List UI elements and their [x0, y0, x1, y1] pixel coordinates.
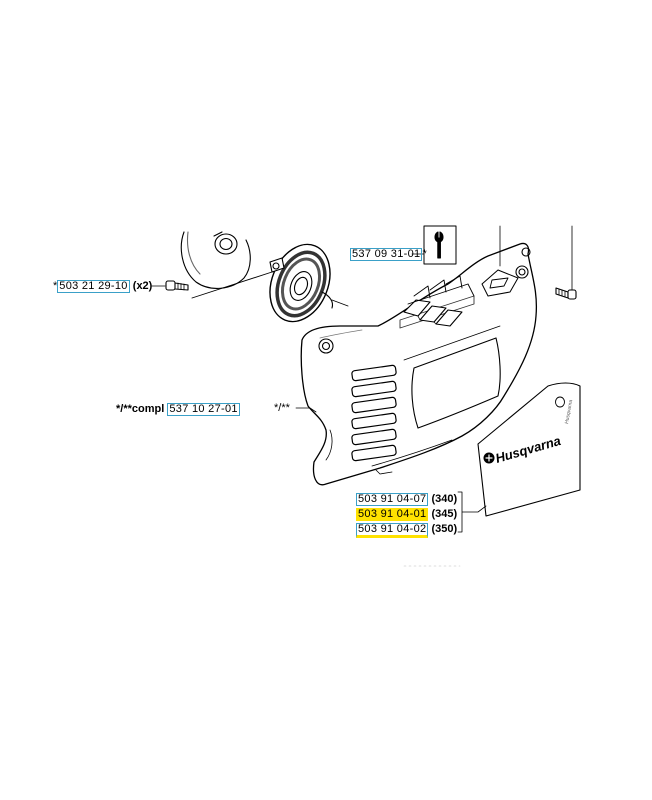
decal-350-label: 503 91 04-02 (350) — [356, 523, 457, 538]
screw-part — [151, 280, 189, 291]
part-number-503-91-04-02[interactable]: 503 91 04-02 — [356, 523, 429, 538]
screw-footnote-mark: * — [53, 280, 58, 292]
starter-cover — [300, 242, 538, 486]
spring-footnote-mark: * — [422, 248, 427, 260]
cover-footnote-mark: */** — [274, 402, 290, 414]
part-number-537-09-31-01[interactable]: 537 09 31-01 — [350, 248, 423, 261]
svg-text:Husqvarna: Husqvarna — [564, 399, 574, 424]
decal-340-label: 503 91 04-07 (340) — [356, 493, 457, 506]
model-340: (340) — [431, 493, 458, 505]
part-number-503-21-29-10[interactable]: 503 21 29-10 — [57, 280, 130, 293]
cover-vent-slots-top — [399, 275, 475, 329]
part-number-537-10-27-01[interactable]: 537 10 27-01 — [167, 403, 240, 416]
model-345: (345) — [431, 508, 458, 520]
husqvarna-decal: Husqvarna Husqvarna — [477, 382, 581, 517]
screw-quantity: (x2) — [132, 280, 153, 292]
recoil-spring-cassette — [191, 243, 349, 323]
screw-label: *503 21 29-10 (x2) — [53, 280, 152, 293]
model-350: (350) — [431, 523, 458, 535]
wrench-icon — [423, 225, 457, 265]
decal-345-label: 503 91 04-01 (345) — [356, 508, 457, 521]
starter-pulley — [180, 231, 251, 289]
husqvarna-logo-icon — [483, 452, 495, 464]
part-number-503-91-04-01[interactable]: 503 91 04-01 — [356, 508, 429, 521]
complete-cover-label: */**compl 537 10 27-01 — [116, 403, 240, 416]
part-number-503-91-04-07[interactable]: 503 91 04-07 — [356, 493, 429, 506]
spring-cassette-label: 537 09 31-01* — [350, 248, 427, 261]
cover-vent-slots-left — [351, 364, 397, 462]
compl-prefix: */**compl — [116, 403, 165, 415]
screw-part — [555, 287, 577, 300]
